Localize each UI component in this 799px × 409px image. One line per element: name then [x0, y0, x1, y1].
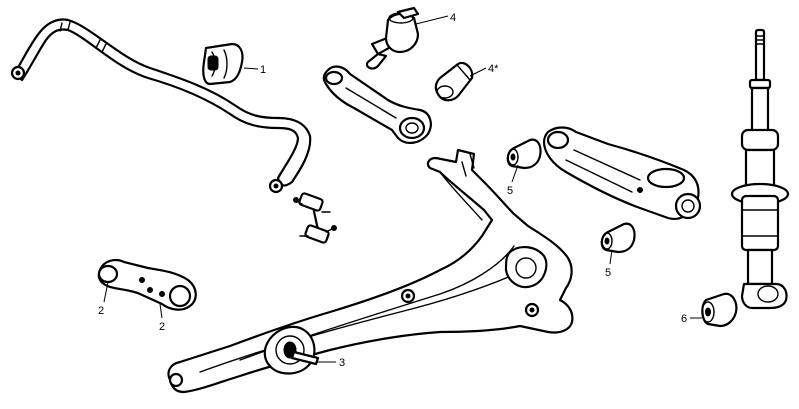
bushing-4-star: [434, 61, 474, 102]
callout-3: 3: [339, 357, 345, 369]
shock-absorber: [730, 28, 790, 310]
bushing-4: [365, 6, 420, 70]
bushing-5-lower: [600, 222, 636, 254]
leader-lines: [103, 15, 702, 363]
callout-1: 1: [260, 64, 266, 76]
callout-2-left: 2: [98, 305, 104, 317]
callout-5-upper: 5: [507, 185, 513, 197]
callout-6: 6: [681, 313, 687, 325]
stabilizer-bushing: [202, 42, 244, 86]
bushing-6: [701, 292, 738, 328]
callout-4-star: 4*: [488, 63, 499, 75]
trailing-arm: [167, 148, 574, 394]
callout-4: 4: [450, 12, 456, 24]
trailing-link: [97, 259, 197, 311]
stabilizer-link: [293, 192, 337, 244]
stabilizer-bar: [10, 18, 312, 194]
upper-arm: [322, 65, 432, 144]
callout-5-lower: 5: [605, 267, 611, 279]
callouts: 1 4 4* 5 5 6 2 2 3: [98, 12, 687, 369]
callout-2-right: 2: [159, 321, 165, 333]
bushing-5-upper: [506, 138, 542, 170]
lower-arm: [542, 126, 702, 220]
